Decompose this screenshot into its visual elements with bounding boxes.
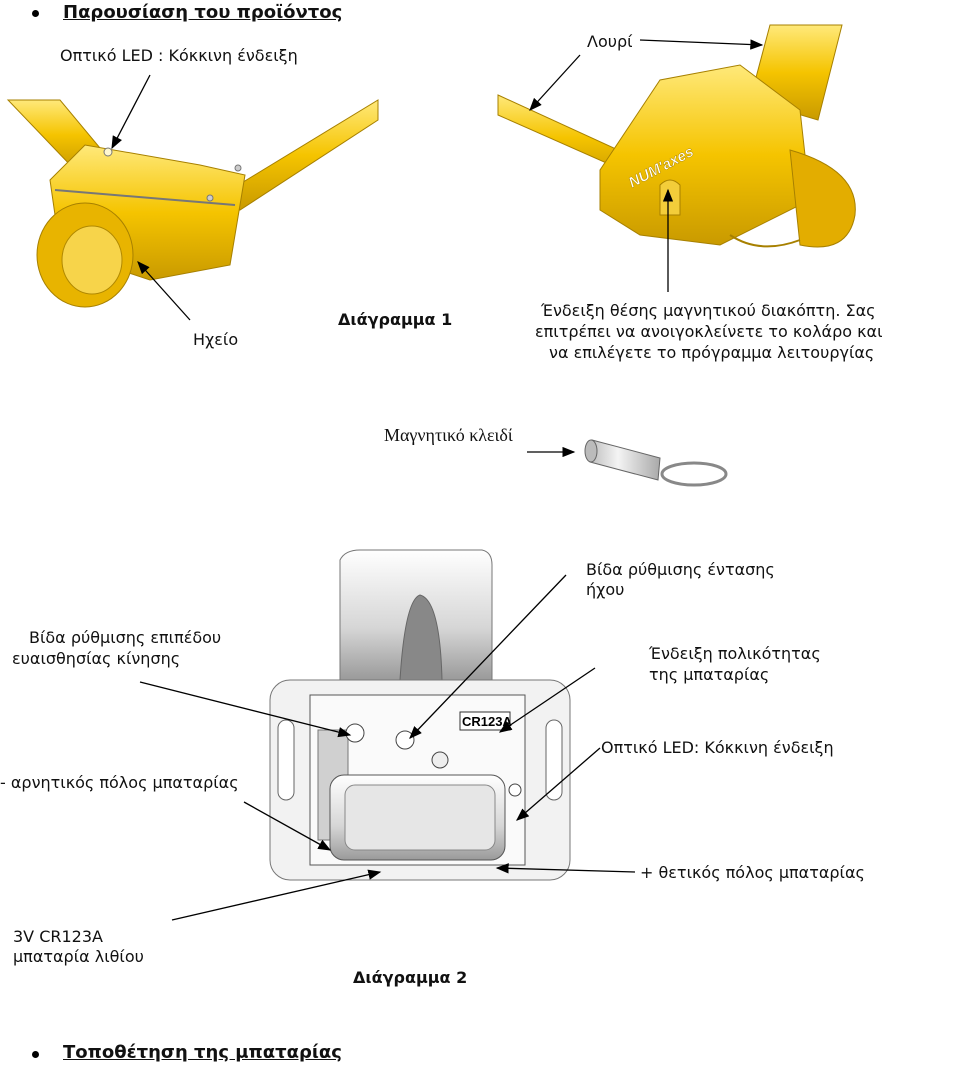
label-volume-line1: Βίδα ρύθμισης έντασης: [586, 560, 775, 579]
label-switch-line1: Ένδειξη θέσης μαγνητικού διακόπτη. Σας: [541, 301, 876, 320]
label-led-red: Οπτικό LED: Κόκκινη ένδειξη: [601, 738, 834, 757]
label-polarity-line2: της μπαταρίας: [649, 665, 770, 684]
label-negative-pole: - αρνητικός πόλος μπαταρίας: [0, 773, 239, 792]
label-speaker: Ηχείο: [193, 330, 239, 349]
magnetic-key-illustration: [584, 439, 728, 487]
bullet-icon: [32, 10, 39, 17]
label-battery-line1: 3V CR123A: [13, 927, 103, 946]
label-positive-pole: + θετικός πόλος μπαταρίας: [640, 863, 865, 882]
section-heading-battery-install: Τοποθέτηση της μπαταρίας: [63, 1042, 342, 1063]
label-magnetic-key: Μαγνητικό κλειδί: [384, 425, 513, 445]
label-switch-line3: να επιλέγετε το πρόγραμμα λειτουργίας: [549, 343, 875, 362]
leader-lines: [111, 39, 764, 921]
label-strap: Λουρί: [587, 32, 633, 51]
label-volume-line2: ήχου: [586, 580, 625, 599]
diagram2-caption: Διάγραμμα 2: [353, 968, 468, 987]
label-optical-led: Οπτικό LED : Κόκκινη ένδειξη: [60, 46, 298, 65]
diagram1-caption: Διάγραμμα 1: [338, 310, 453, 329]
label-sensitivity-line1: Βίδα ρύθμισης επιπέδου: [29, 628, 222, 647]
bullet-icon: [32, 1051, 39, 1058]
label-switch-line2: επιτρέπει να ανοιγοκλείνετε το κολάρο κα…: [535, 322, 883, 341]
collar-right-illustration: NUM'axes: [497, 24, 856, 248]
collar-left-illustration: [6, 99, 379, 308]
label-battery-line2: μπαταρία λιθίου: [13, 947, 144, 966]
label-polarity-line1: Ένδειξη πολικότητας: [649, 644, 821, 663]
battery-print-label: CR123A: [462, 714, 512, 729]
section-heading-presentation: Παρουσίαση του προϊόντος: [63, 2, 343, 23]
label-sensitivity-line2: ευαισθησίας κίνησης: [12, 649, 181, 668]
